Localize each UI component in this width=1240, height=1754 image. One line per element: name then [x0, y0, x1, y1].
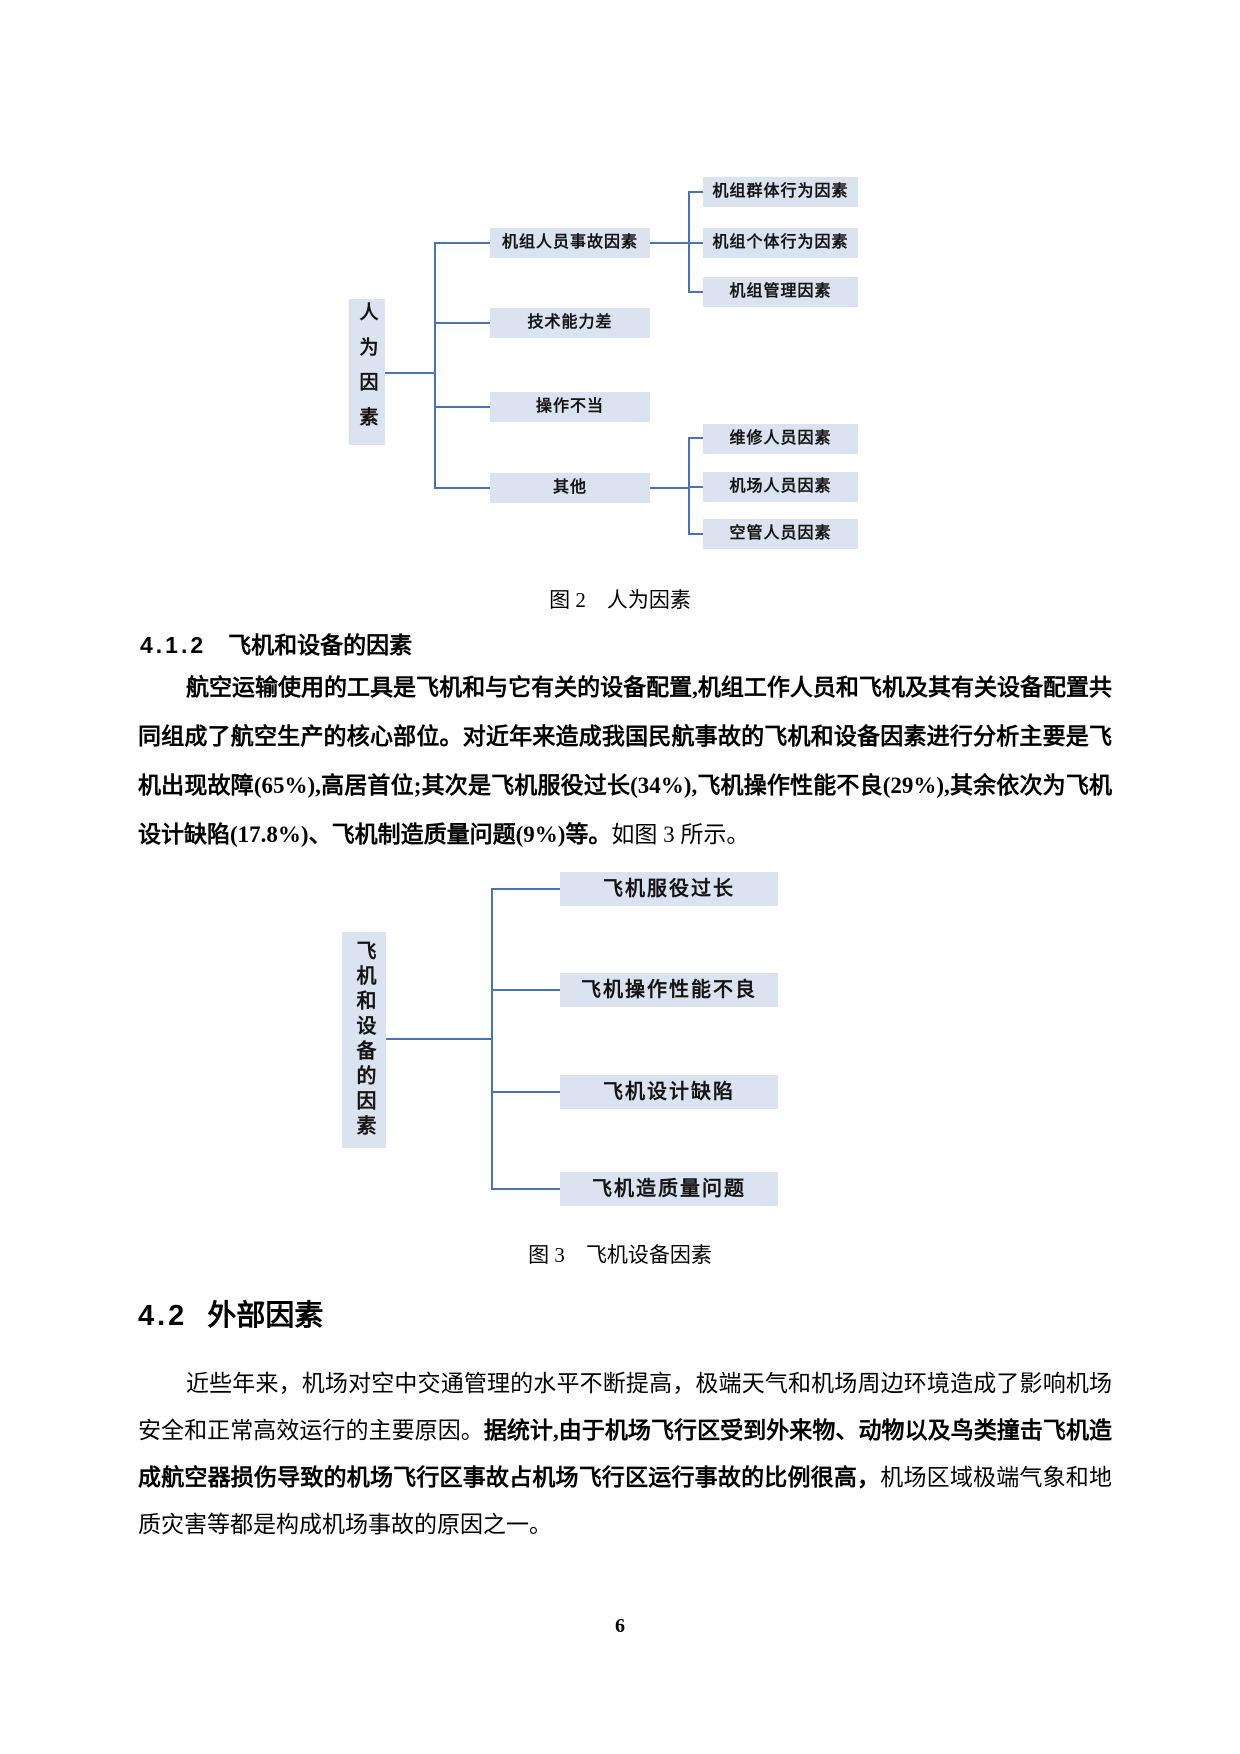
- connector-line: [491, 989, 560, 991]
- fig2-leaf-crew-management: 机组管理因素: [703, 277, 858, 307]
- page-number: 6: [615, 1615, 625, 1637]
- connector-line: [434, 242, 490, 244]
- fig3-leaf-poor-handling: 飞机操作性能不良: [560, 973, 778, 1007]
- paragraph-2-emphasis: 据统计,由于机场飞行区受到外来物、动物以及鸟类撞击飞机造成航空器损伤导致的机场飞…: [138, 1418, 1113, 1490]
- fig3-root-label: 飞机和设备的因素: [353, 940, 375, 1140]
- connector-line: [688, 533, 703, 535]
- paragraph-1-tail: 如图 3 所示。: [611, 822, 750, 847]
- connector-line: [385, 372, 435, 374]
- section-title: 外部因素: [207, 1300, 324, 1332]
- connector-line: [491, 1188, 560, 1190]
- paragraph-2-tail: 机场区域极端气象和地质灾害等都是构成机场事故的原因之一。: [138, 1465, 1113, 1537]
- connector-line: [650, 487, 690, 489]
- connector-line: [434, 406, 490, 408]
- connector-line: [434, 322, 490, 324]
- fig3-leaf-long-service: 飞机服役过长: [560, 872, 778, 906]
- connector-line: [491, 1091, 560, 1093]
- figure-2-caption: 图 2 人为因素: [549, 588, 691, 612]
- paragraph-1-main: 航空运输使用的工具是飞机和与它有关的设备配置,机组工作人员和飞机及其有关设备配置…: [138, 675, 1112, 847]
- connector-line: [434, 242, 436, 489]
- section-heading-4-1-2: 4.1.2 飞机和设备的因素: [140, 626, 412, 660]
- connector-line: [434, 487, 490, 489]
- connector-line: [688, 437, 703, 439]
- section-heading-4-2: 4.2 外部因素: [138, 1292, 323, 1334]
- connector-line: [650, 242, 690, 244]
- fig2-branch-crew-accident: 机组人员事故因素: [490, 228, 650, 258]
- fig3-root-node: 飞机和设备的因素: [342, 932, 386, 1148]
- fig2-leaf-airport-staff: 机场人员因素: [703, 472, 858, 502]
- fig2-branch-other: 其他: [490, 473, 650, 503]
- section-number: 4.1.2: [140, 632, 207, 658]
- connector-line: [688, 191, 703, 193]
- fig2-leaf-atc-staff: 空管人员因素: [703, 519, 858, 549]
- connector-line: [688, 486, 703, 488]
- connector-line: [688, 242, 703, 244]
- fig2-leaf-crew-group-behavior: 机组群体行为因素: [703, 177, 858, 207]
- fig2-root-node: 人为因素: [349, 299, 385, 445]
- fig2-leaf-maintenance-staff: 维修人员因素: [703, 424, 858, 454]
- section-number: 4.2: [138, 1300, 188, 1332]
- connector-line: [688, 291, 703, 293]
- connector-line: [491, 888, 560, 890]
- connector-line: [491, 888, 493, 1190]
- fig2-branch-poor-skill: 技术能力差: [490, 308, 650, 338]
- fig2-root-label: 人为因素: [356, 302, 378, 442]
- fig3-leaf-design-defect: 飞机设计缺陷: [560, 1075, 778, 1109]
- paragraph-external-factors: 近些年来，机场对空中交通管理的水平不断提高，极端天气和机场周边环境造成了影响机场…: [138, 1360, 1112, 1548]
- fig3-leaf-manufacturing-quality: 飞机造质量问题: [560, 1172, 778, 1206]
- connector-line: [386, 1038, 493, 1040]
- fig2-branch-improper-operation: 操作不当: [490, 392, 650, 422]
- paragraph-aircraft-equipment: 航空运输使用的工具是飞机和与它有关的设备配置,机组工作人员和飞机及其有关设备配置…: [138, 663, 1112, 859]
- paragraph-2-lead: 近些年来，机场对空中交通管理的水平不断提高，极端天气和机场周边环境造成了影响机场…: [138, 1371, 1112, 1443]
- fig2-leaf-crew-individual-behavior: 机组个体行为因素: [703, 228, 858, 258]
- section-title: 飞机和设备的因素: [228, 632, 413, 658]
- figure-3-caption: 图 3 飞机设备因素: [528, 1243, 712, 1267]
